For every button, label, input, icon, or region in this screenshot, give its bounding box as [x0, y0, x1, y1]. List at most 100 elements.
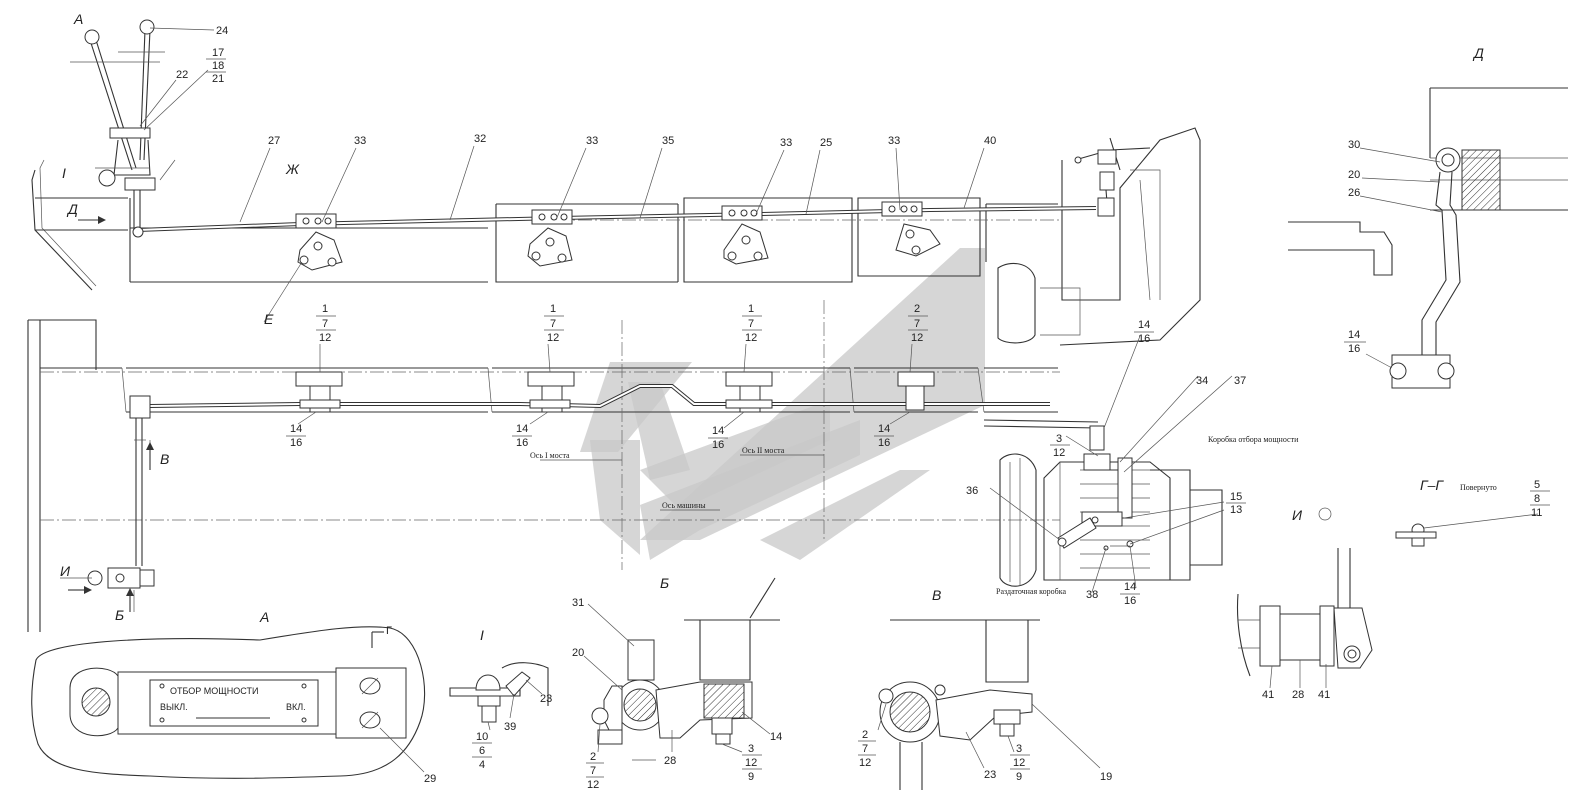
rotated-label: Повернуто: [1460, 483, 1497, 492]
callout-40: 40: [984, 135, 996, 147]
section-GG: [1395, 523, 1437, 547]
section-letter-A-top: А: [73, 11, 83, 27]
callout-B-9: 9: [748, 771, 754, 783]
callout-17: 17: [212, 47, 224, 59]
section-title-GG: Г–Г: [1420, 477, 1444, 493]
section-mark-G: Г: [386, 625, 392, 637]
callout-V-23: 23: [984, 769, 996, 781]
view-I: [1236, 507, 1373, 677]
view-arrows: [68, 216, 154, 612]
callout-g4-7: 7: [914, 318, 920, 330]
callout-33-d: 33: [888, 135, 900, 147]
callout-h4-16: 16: [878, 437, 890, 449]
callout-32: 32: [474, 133, 486, 145]
callout-ZH: Ж: [285, 161, 300, 177]
section-title-A: А: [259, 609, 269, 625]
callout-T-10: 10: [476, 731, 488, 743]
callout-B-7: 7: [590, 765, 596, 777]
callout-h1-14: 14: [290, 423, 302, 435]
leader-lines: [139, 27, 1539, 773]
callout-h3-14: 14: [712, 425, 724, 437]
callout-D-20: 20: [1348, 169, 1360, 181]
callout-27: 27: [268, 135, 280, 147]
callout-D-16: 16: [1348, 343, 1360, 355]
callout-33-b: 33: [586, 135, 598, 147]
callout-g1-1: 1: [322, 303, 328, 315]
callout-B-2: 2: [590, 751, 596, 763]
middle-bracket-3: [725, 371, 773, 413]
pto-transfer-assembly: [983, 419, 1223, 587]
callout-18: 18: [212, 60, 224, 72]
plate-off-label: ВЫКЛ.: [160, 702, 188, 712]
middle-bracket-1: [295, 371, 343, 413]
callout-15: 15: [1230, 491, 1242, 503]
watermark-logo: [580, 248, 985, 560]
callout-33-a: 33: [354, 135, 366, 147]
section-letter-I-roman: I: [62, 165, 66, 181]
callout-B-20: 20: [572, 647, 584, 659]
callout-D-30: 30: [1348, 139, 1360, 151]
callout-16-b: 16: [1124, 595, 1136, 607]
callout-V-7: 7: [862, 743, 868, 755]
callout-g1-12: 12: [319, 332, 331, 344]
callout-3: 3: [1056, 433, 1062, 445]
callout-g4-2: 2: [914, 303, 920, 315]
view-A-plate: [31, 626, 426, 779]
callout-GG-11: 11: [1531, 507, 1542, 519]
section-title-I-view: И: [1292, 507, 1303, 523]
callout-h3-16: 16: [712, 439, 724, 451]
callout-D-26: 26: [1348, 187, 1360, 199]
callout-A-29: 29: [424, 773, 436, 785]
callout-37: 37: [1234, 375, 1246, 387]
middle-bracket-2: [527, 371, 575, 413]
section-letter-I-arrow: И: [60, 563, 71, 579]
section-letter-B-bottom: Б: [115, 607, 124, 623]
callout-g3-7: 7: [748, 318, 754, 330]
callout-h2-16: 16: [516, 437, 528, 449]
callout-T-23: 23: [540, 693, 552, 705]
callout-V-9: 9: [1016, 771, 1022, 783]
callout-V-2: 2: [862, 729, 868, 741]
vehicle-axis-label: Ось машины: [662, 501, 706, 510]
top-lever-assembly: [70, 19, 176, 238]
plate-title: ОТБОР МОЩНОСТИ: [170, 686, 258, 696]
section-V: [878, 619, 1040, 790]
callout-h2-14: 14: [516, 423, 528, 435]
callout-T-4: 4: [479, 759, 485, 771]
axle-1-label: Ось I моста: [530, 451, 570, 460]
transfer-box-label: Раздаточная коробка: [996, 587, 1066, 596]
section-letter-V-mid: В: [160, 451, 169, 467]
callout-35: 35: [662, 135, 674, 147]
callout-g4-12: 12: [911, 332, 923, 344]
top-bracket-3: [721, 205, 769, 265]
plate-on-label: ВКЛ.: [286, 702, 306, 712]
callout-B-14: 14: [770, 731, 782, 743]
middle-bracket-4: [897, 371, 935, 411]
callout-22: 22: [176, 69, 188, 81]
section-letter-D-left: Д: [66, 201, 78, 217]
callout-34: 34: [1196, 375, 1208, 387]
callout-25: 25: [820, 137, 832, 149]
callout-I-28: 28: [1292, 689, 1304, 701]
callout-T-6: 6: [479, 745, 485, 757]
callout-13: 13: [1230, 504, 1242, 516]
callout-D-14: 14: [1348, 329, 1360, 341]
callout-g3-1: 1: [748, 303, 754, 315]
callout-B-28: 28: [664, 755, 676, 767]
callout-B-3: 3: [748, 743, 754, 755]
callout-h1-16: 16: [290, 437, 302, 449]
section-title-B: Б: [660, 575, 669, 591]
pto-box-label: Коробка отбора мощности: [1208, 435, 1299, 444]
callout-h5-16: 16: [1138, 333, 1150, 345]
callout-12: 12: [1053, 447, 1065, 459]
section-title-V: В: [932, 587, 941, 603]
callout-GG-5: 5: [1534, 479, 1540, 491]
callout-T-39: 39: [504, 721, 516, 733]
callout-33-c: 33: [780, 137, 792, 149]
callout-B-31: 31: [572, 597, 584, 609]
callout-14-b: 14: [1124, 581, 1136, 593]
callout-g2-7: 7: [550, 318, 556, 330]
detail-D: [1288, 87, 1568, 389]
section-B: [591, 577, 780, 761]
